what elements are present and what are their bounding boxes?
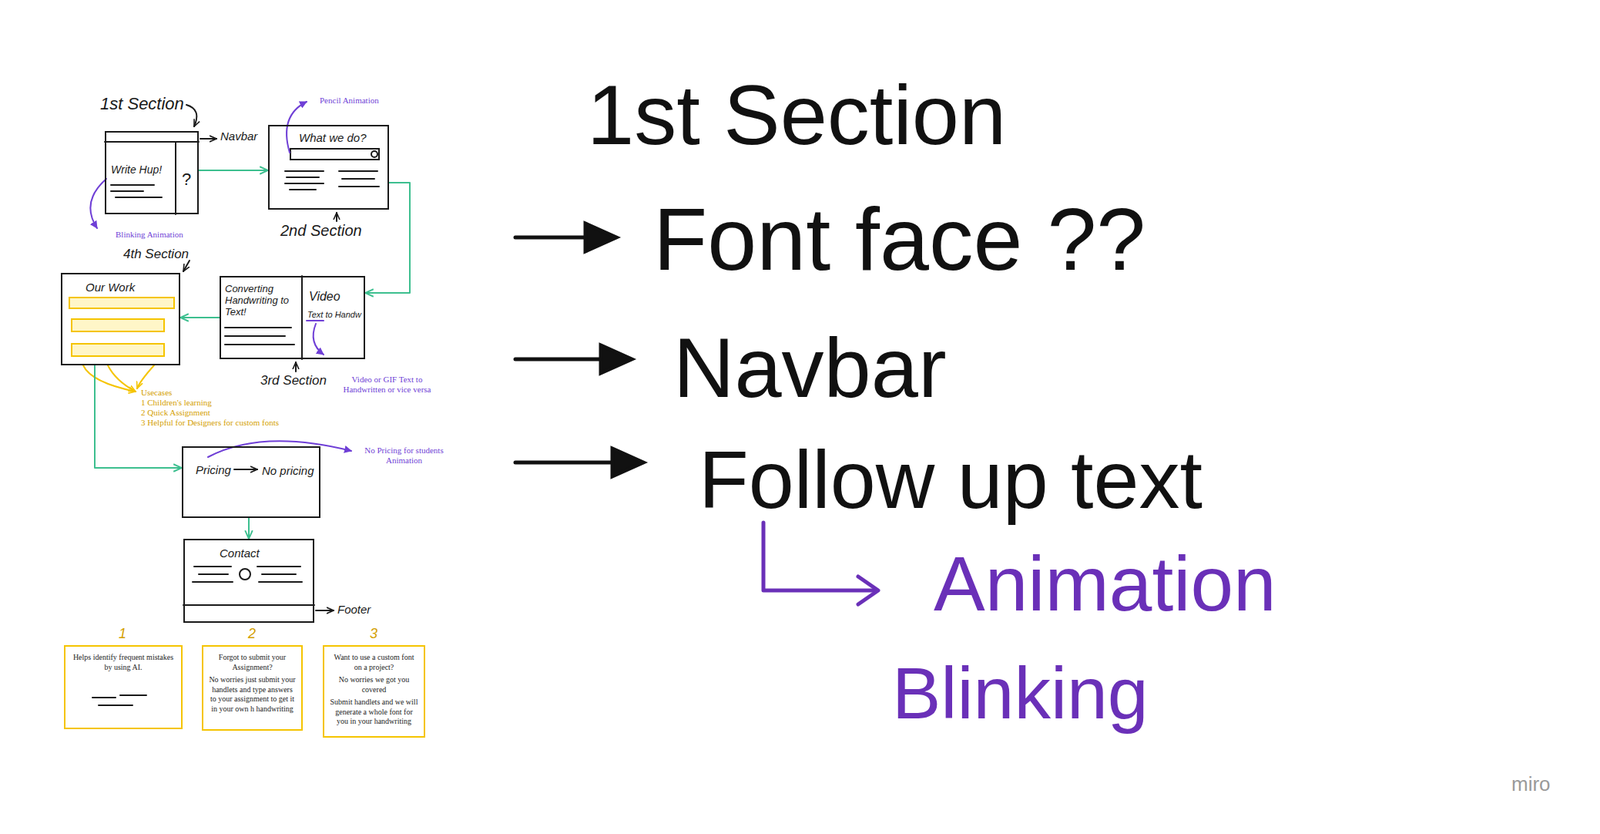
purple-l-arrow <box>763 522 879 604</box>
watermark: miro <box>1511 772 1551 796</box>
note-animation: Blinking <box>892 650 1149 735</box>
flow-arrow <box>198 169 269 172</box>
usecase-item: 2 Quick Assignment <box>140 407 211 418</box>
usecase-arrows <box>83 365 155 392</box>
section-label: 2nd Section <box>280 221 363 240</box>
callout-label: Footer <box>337 602 371 616</box>
usecase-card: Forgot to submit your Assignment?No worr… <box>201 644 303 731</box>
usecase-card: Want to use a custom font on a project?N… <box>322 644 426 738</box>
animation-note: Pencil Animation <box>319 95 380 106</box>
wireframe-box: Contact <box>183 538 315 623</box>
flow-arrow <box>248 517 250 539</box>
wireframe-box: Our Work <box>60 272 181 366</box>
note-heading: 1st Section <box>587 66 1007 165</box>
usecase-item: 3 Helpful for Designers for custom fonts <box>140 417 279 428</box>
wireframe-box: Pricing No pricing <box>181 446 321 518</box>
note-item: Follow up text <box>698 432 1203 527</box>
section-label: 3rd Section <box>260 372 327 389</box>
card-text: Submit handlets and we will generate a w… <box>329 697 419 727</box>
note-item: Navbar <box>673 318 947 417</box>
pointer-arrows <box>183 104 337 611</box>
wireframe-strokes <box>92 141 380 705</box>
card-text: No worries just submit your handlets and… <box>208 674 296 714</box>
usecase-item: 1 Children's learning <box>140 397 212 408</box>
wireframe-box: Converting Handwriting to Text! VideoText… <box>219 275 366 359</box>
wireframe-box: What we do? <box>268 124 390 210</box>
big-arrows <box>515 223 644 477</box>
animation-note: Blinking Animation <box>115 229 184 240</box>
note-animation: Animation <box>933 539 1277 628</box>
box-text: Pricing <box>195 462 232 477</box>
flow-arrow <box>365 182 410 293</box>
callout-label: Navbar <box>220 129 258 143</box>
callout-number: 3 <box>369 625 378 642</box>
work-bars <box>69 297 175 356</box>
callout-number: 1 <box>118 625 127 642</box>
box-text: Write Hup! <box>110 163 162 176</box>
box-text: What we do? <box>298 130 367 145</box>
box-text: Our Work <box>85 280 135 294</box>
box-text: ? <box>181 169 192 189</box>
box-text: Converting Handwriting to Text! <box>224 283 302 319</box>
card-text: Helps identify frequent mistakes by usin… <box>70 652 176 672</box>
callout-number: 2 <box>248 625 256 642</box>
section-label: 1st Section <box>100 93 185 114</box>
section-label: 4th Section <box>123 246 189 262</box>
usecase-card: Helps identify frequent mistakes by usin… <box>63 644 183 729</box>
card-text: Want to use a custom font on a project? <box>329 652 419 672</box>
animation-note: Video or GIF Text to Handwritten or vice… <box>338 374 436 394</box>
wireframe-box: Write Hup!? <box>104 130 199 215</box>
card-text: No worries we got you covered <box>329 674 419 695</box>
box-text: Video <box>308 289 341 304</box>
box-text: Text to Handw <box>307 309 362 320</box>
flow-arrow <box>180 316 220 319</box>
card-text: Forgot to submit your Assignment? <box>208 652 296 672</box>
box-text: No pricing <box>261 463 315 477</box>
animation-note: No Pricing for students Animation <box>355 445 453 465</box>
box-text: Contact <box>219 546 260 560</box>
note-item: Font face ?? <box>653 187 1146 290</box>
usecase-heading: Usecases <box>140 387 172 398</box>
